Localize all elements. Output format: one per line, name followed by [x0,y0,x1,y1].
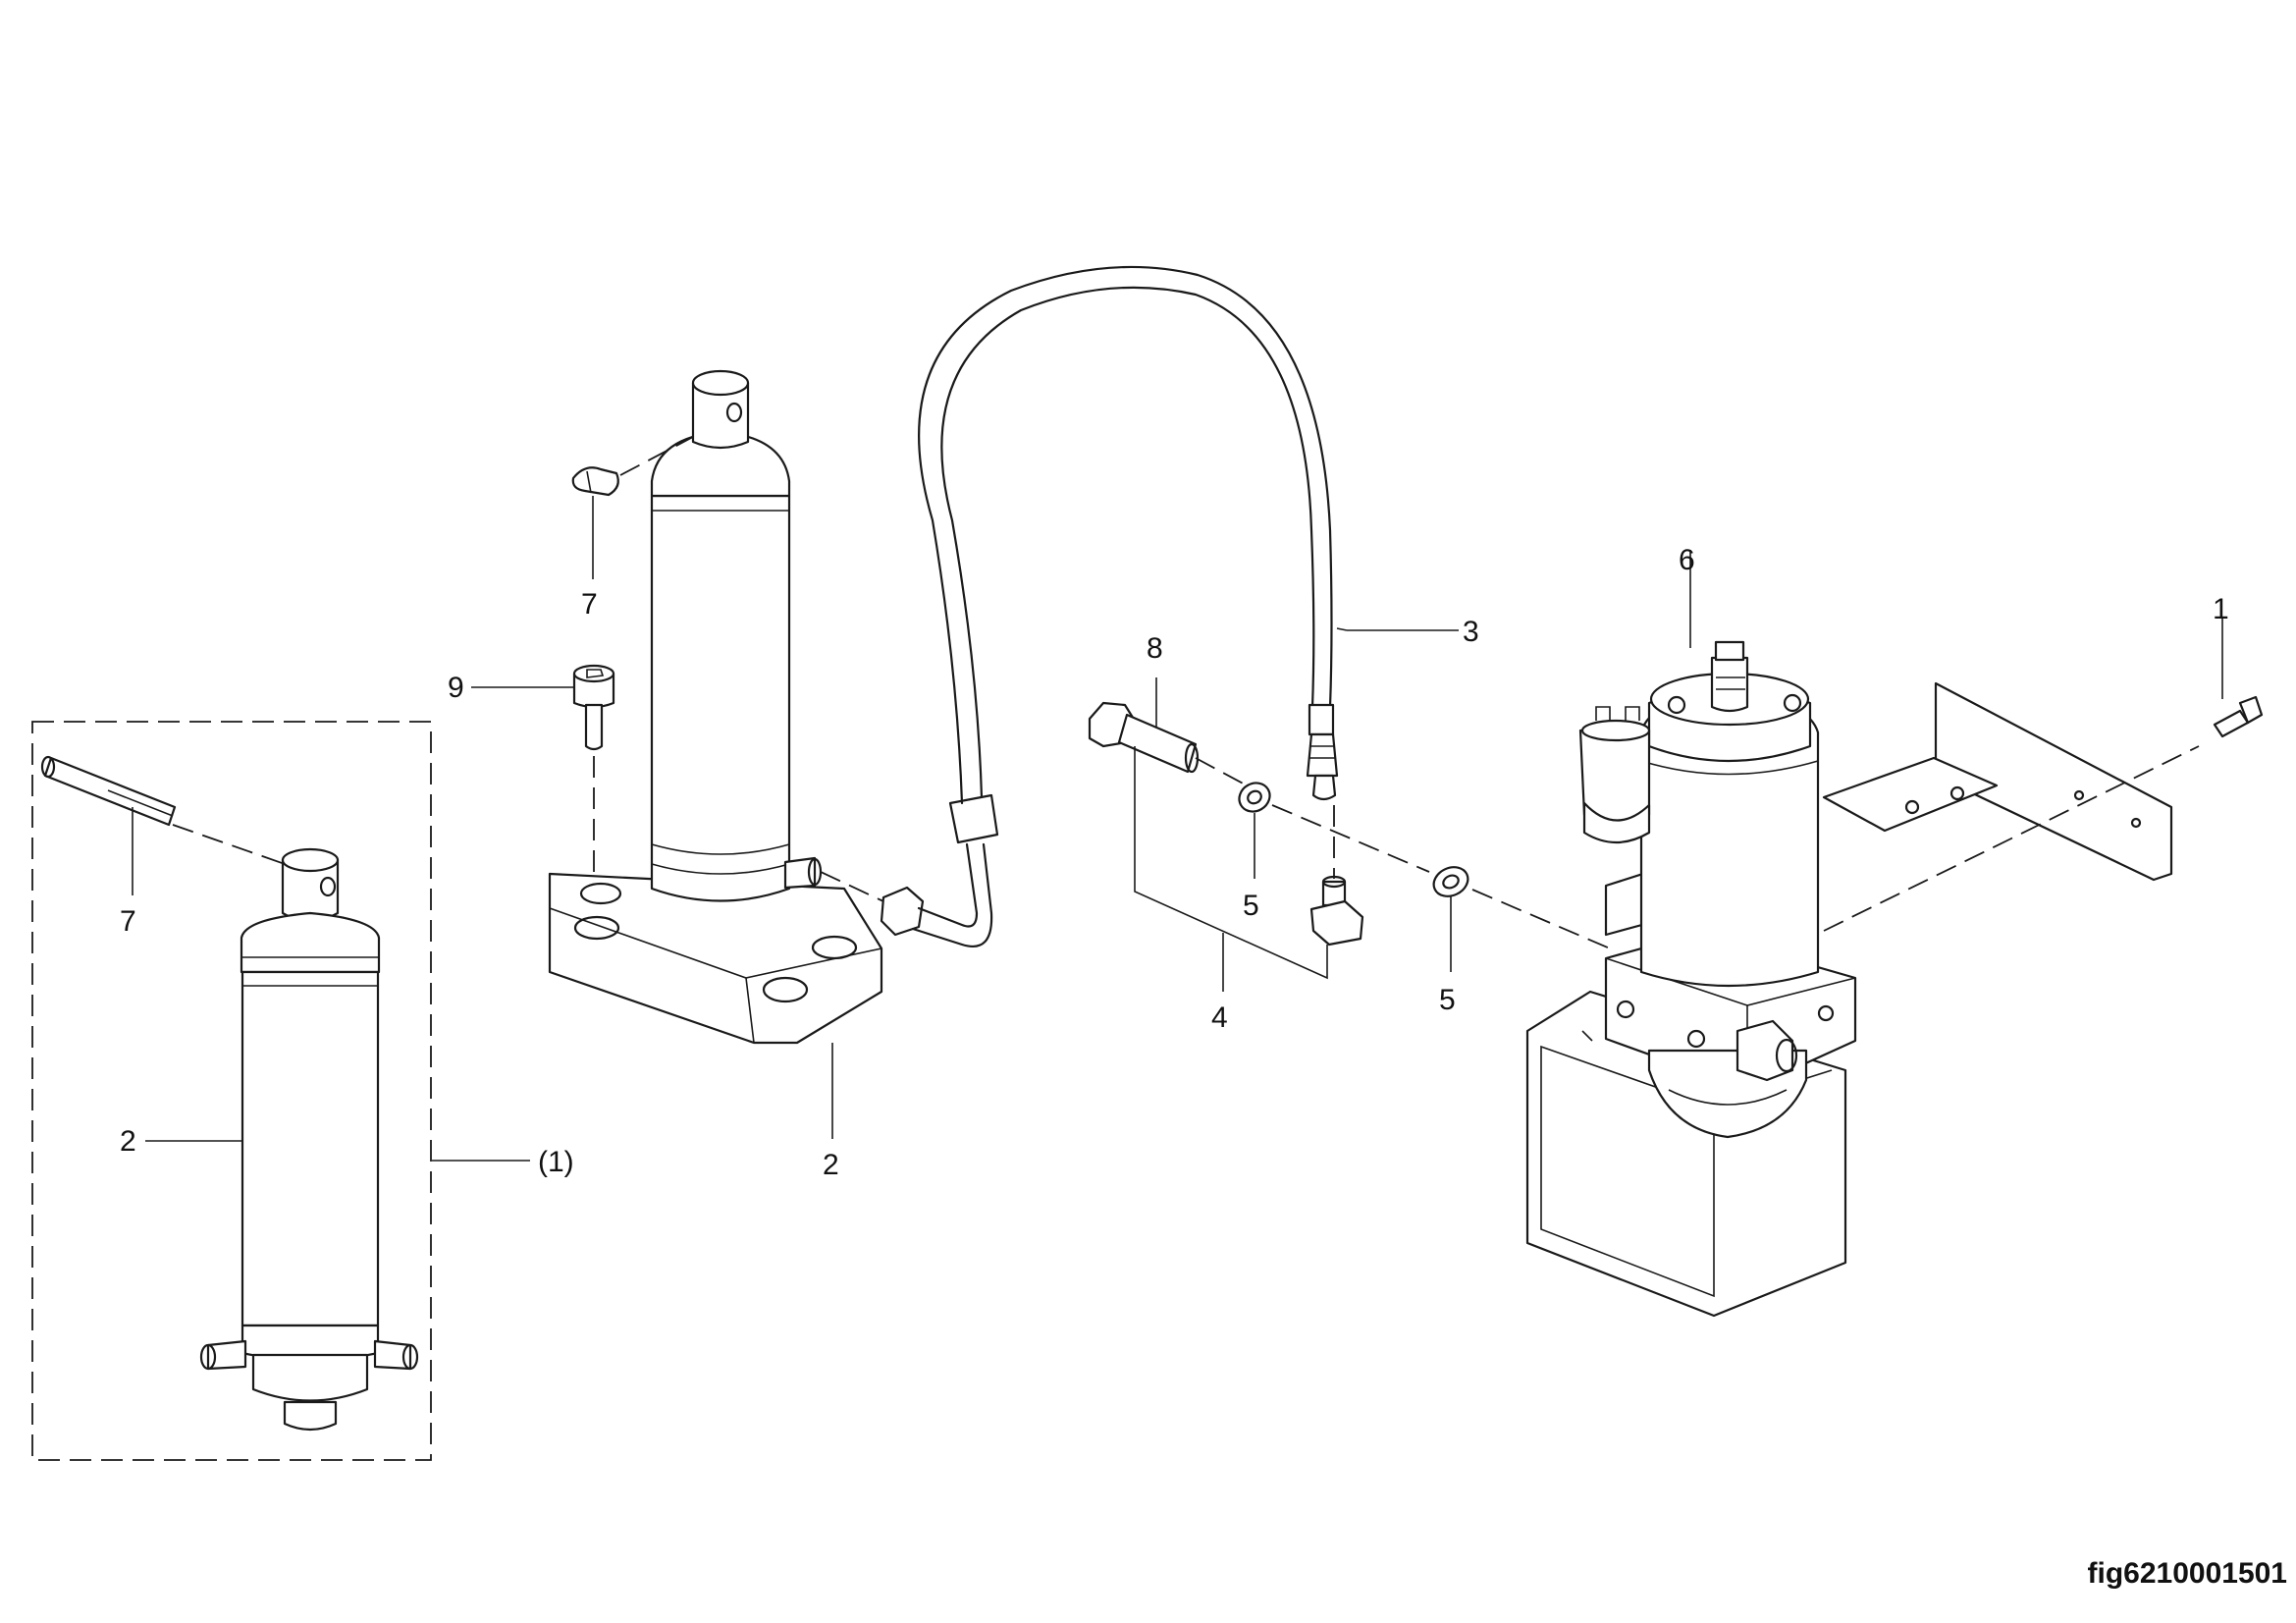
left-cylinder [199,847,419,1432]
middle-cylinder [548,369,883,1045]
washer-5a [1238,782,1271,813]
hydraulic-hose [880,265,1339,947]
callout-2-left: 2 [120,1125,136,1158]
callout-2-mid: 2 [823,1149,839,1181]
callout-3: 3 [1463,616,1479,648]
callout-4: 4 [1211,1001,1228,1034]
callout-7-left: 7 [120,905,136,938]
callout-1-group: (1) [538,1146,574,1178]
kit-group-box [31,721,432,1461]
screw-9 [572,664,615,751]
figure-id: fig6210001501 [2088,1557,2288,1590]
callout-1: 1 [2213,593,2229,625]
screw-1 [2213,695,2264,738]
pin-left [40,755,177,827]
power-unit [1525,640,1857,1318]
callout-7-mid: 7 [581,588,598,621]
pin-mid [571,466,619,497]
bolt-8 [1088,701,1200,774]
mounting-bracket [1822,681,2173,882]
callout-8: 8 [1147,632,1163,665]
fitting-banjo [1309,875,1364,947]
callout-5-b: 5 [1439,984,1456,1016]
callout-5-a: 5 [1243,890,1259,922]
washer-5b [1432,866,1469,897]
callout-6: 6 [1679,544,1695,576]
callout-9: 9 [448,672,464,704]
